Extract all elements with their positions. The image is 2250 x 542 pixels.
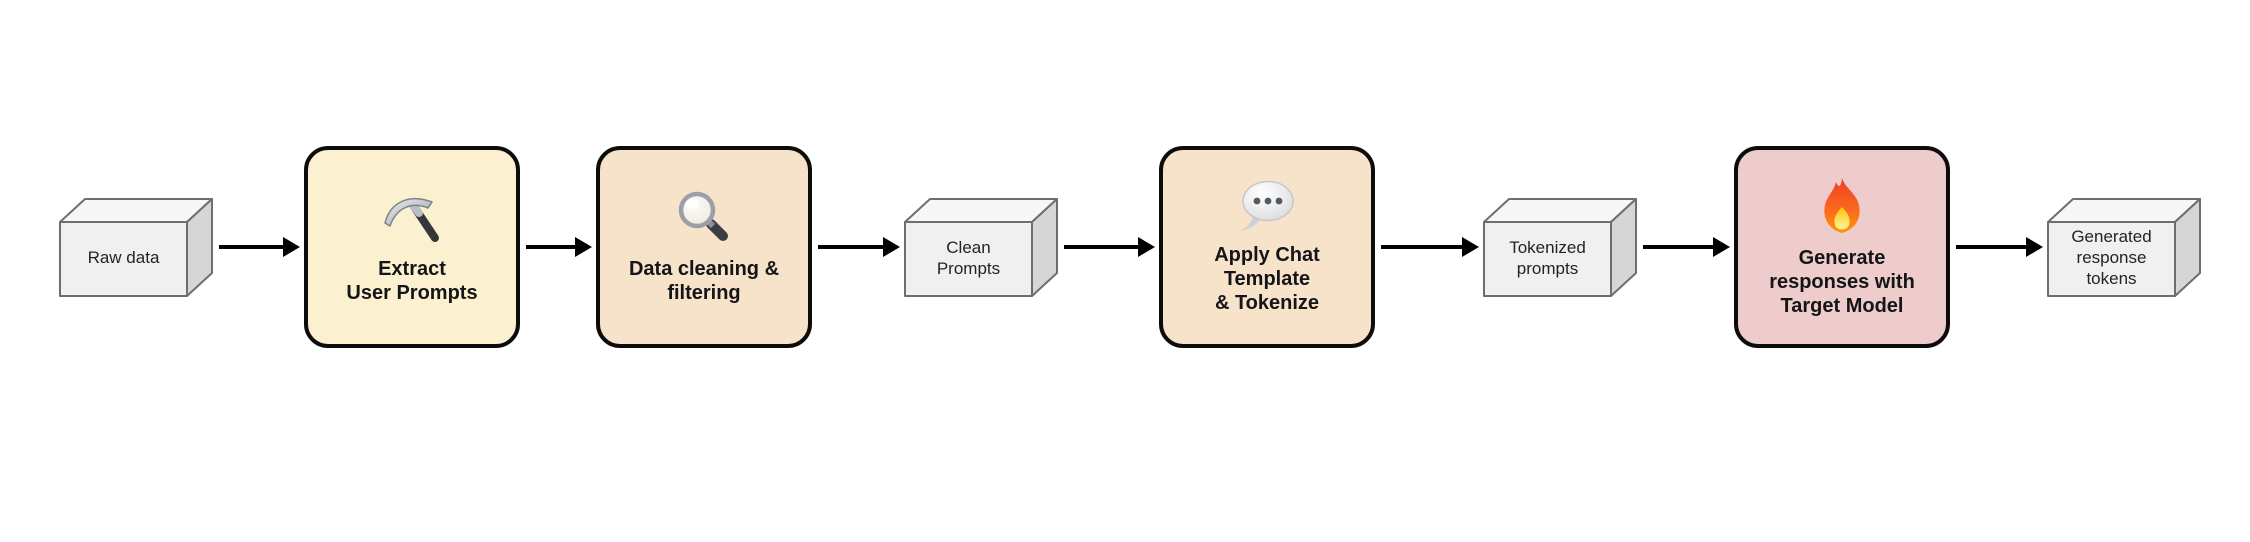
arrow-line [818,245,883,249]
arrow-line [1956,245,2026,249]
arrow-head [1713,237,1730,257]
process-label: Generate responses with Target Model [1769,247,1915,317]
arrow-head [883,237,900,257]
arrow-line [1381,245,1462,249]
arrow-head [283,237,300,257]
process-label: Data cleaning & filtering [628,258,780,304]
fire-icon [1816,176,1868,236]
cube-label: Clean Prompts [936,237,1001,278]
arrow-line [219,245,283,249]
flow-arrow [520,236,596,258]
data-cube-tokenized-prompts: Tokenized prompts [1483,197,1637,297]
process-extract-user-prompts: Extract User Prompts [304,146,520,348]
arrow-line [1064,245,1138,249]
process-data-cleaning-filtering: Data cleaning & filtering [596,146,812,348]
cube-3d-shape [1483,197,1637,297]
arrow-head [2026,237,2043,257]
flow-arrow [1950,236,2047,258]
cube-label: Tokenized prompts [1509,237,1586,278]
flow-arrow [1058,236,1159,258]
process-label: Extract User Prompts [346,258,478,304]
arrow-line [1643,245,1713,249]
data-cube-raw-data: Raw data [59,197,213,297]
process-apply-chat-template-tokenize: Apply Chat Template & Tokenize [1159,146,1375,348]
arrow-head [1462,237,1479,257]
arrow-head [1138,237,1155,257]
flow-arrow [1637,236,1734,258]
arrow-line [526,245,575,249]
process-generate-responses-target-model: Generate responses with Target Model [1734,146,1950,348]
cube-label: Generated response tokens [2071,227,2152,288]
process-label: Apply Chat Template & Tokenize [1214,244,1320,314]
pickaxe-icon [382,189,442,247]
cube-3d-shape [2047,197,2201,297]
pipeline-flow-row: Raw data [59,146,2201,348]
arrow-head [575,237,592,257]
flow-arrow [213,236,304,258]
data-cube-generated-response-tokens: Generated response tokens [2047,197,2201,297]
cube-3d-shape [904,197,1058,297]
cube-3d-shape [59,197,213,297]
flow-arrow [1375,236,1483,258]
magnifying-glass-icon [675,189,733,247]
flow-arrow [812,236,904,258]
speech-balloon-icon [1236,179,1298,233]
cube-label: Raw data [87,248,160,268]
data-cube-clean-prompts: Clean Prompts [904,197,1058,297]
